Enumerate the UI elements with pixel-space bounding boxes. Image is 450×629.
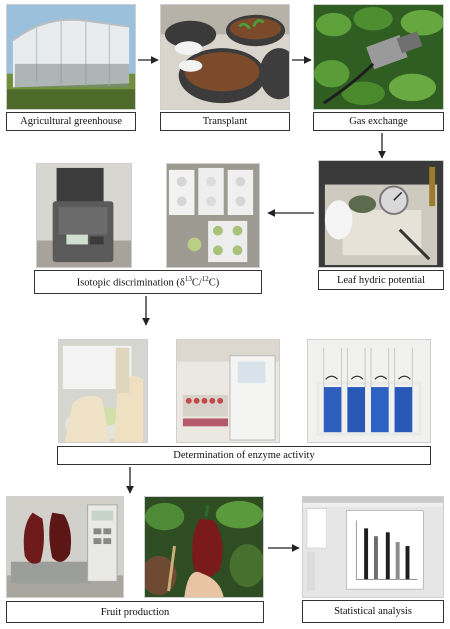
transplant-label: Transplant (160, 112, 290, 131)
isotopic-mid: C/ (191, 277, 202, 289)
greenhouse-photo (6, 4, 136, 110)
greenhouse-label-text: Agricultural greenhouse (20, 116, 122, 127)
leaf-potential-label-text: Leaf hydric potential (336, 274, 426, 286)
fruit-scale-photo (6, 496, 124, 598)
transplant-photo (160, 4, 290, 110)
isotope-analyzer-photo (36, 163, 132, 268)
isotopic-sup-12: 12 (201, 275, 209, 284)
isotopic-suffix: C) (208, 277, 220, 289)
leaf-potential-label: Leaf hydric potential (318, 270, 444, 290)
statistical-label: Statistical analysis (302, 600, 444, 623)
isotopic-prefix: Isotopic discrimination (δ (76, 277, 185, 289)
fruit-label: Fruit production (6, 601, 264, 623)
pressure-chamber-photo (318, 160, 444, 268)
statistical-label-text: Statistical analysis (334, 606, 412, 617)
gas-exchange-label-text: Gas exchange (349, 116, 408, 127)
enzyme-tubes-photo (307, 339, 431, 443)
fruit-label-text: Fruit production (100, 606, 170, 618)
enzyme-label: Determination of enzyme activity (57, 446, 431, 465)
sample-trays-photo (166, 163, 260, 268)
gas-exchange-photo (313, 4, 444, 110)
transplant-label-text: Transplant (202, 116, 248, 127)
maceration-photo (58, 339, 148, 443)
pepper-hand-photo (144, 496, 264, 598)
greenhouse-label: Agricultural greenhouse (6, 112, 136, 131)
enzyme-label-text: Determination of enzyme activity (173, 450, 315, 461)
isotopic-sup-13: 13 (184, 275, 192, 284)
isotopic-label: Isotopic discrimination (δ13C/12C) (34, 270, 262, 294)
spectrophotometer-photo (176, 339, 280, 443)
software-screenshot-photo (302, 496, 444, 598)
gas-exchange-label: Gas exchange (313, 112, 444, 131)
isotopic-label-text: Isotopic discrimination (δ13C/12C) (77, 275, 220, 289)
